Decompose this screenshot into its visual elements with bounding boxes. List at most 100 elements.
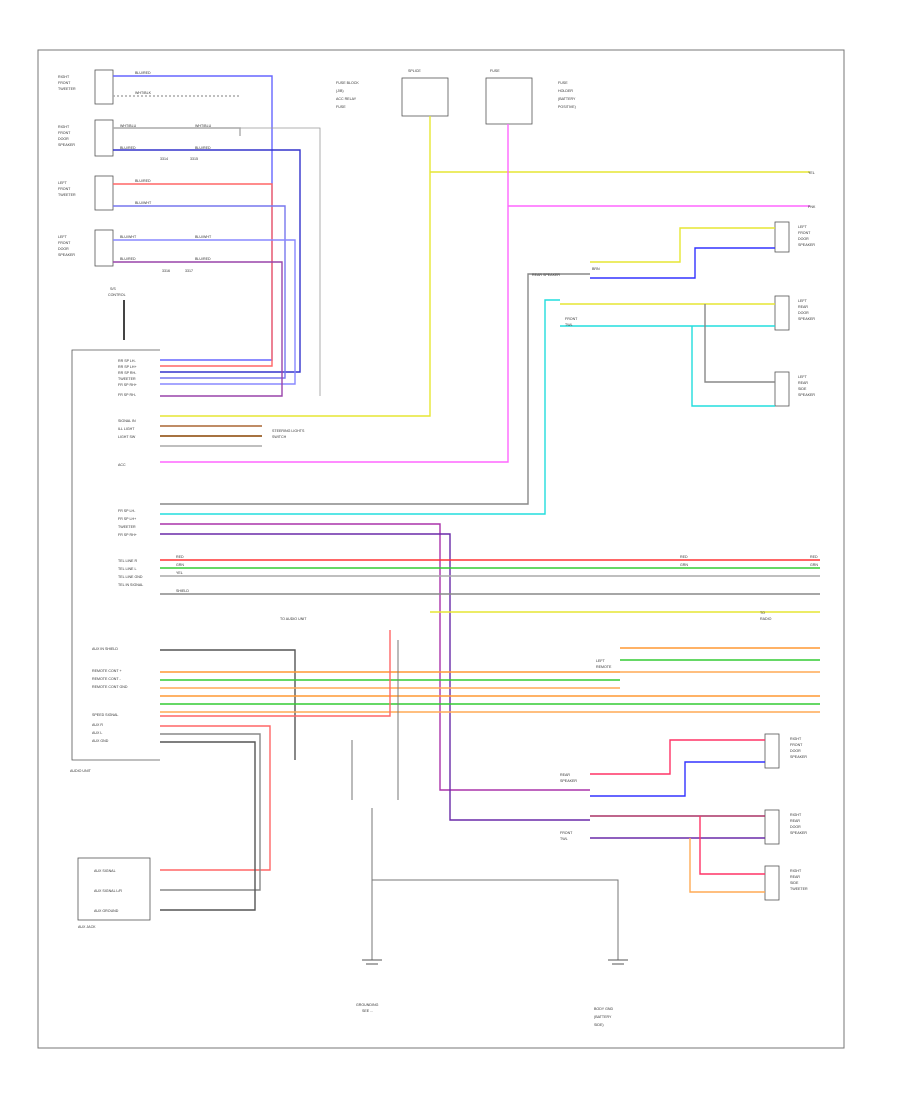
svg-text:TWEETER: TWEETER bbox=[118, 377, 136, 381]
svg-text:REMOTE CONT +: REMOTE CONT + bbox=[92, 669, 122, 673]
svg-text:DOOR: DOOR bbox=[58, 247, 69, 251]
svg-text:TWEETER: TWEETER bbox=[790, 887, 808, 891]
svg-text:BLU/WHT: BLU/WHT bbox=[135, 201, 152, 205]
svg-text:ILL LIGHT: ILL LIGHT bbox=[118, 427, 135, 431]
svg-text:RIGHT: RIGHT bbox=[58, 75, 70, 79]
speaker-left-rear-door-r: LEFT REAR DOOR SPEAKER bbox=[774, 295, 815, 331]
svg-text:FUSE: FUSE bbox=[558, 81, 568, 85]
svg-text:SPLICE: SPLICE bbox=[408, 69, 421, 73]
svg-text:DOOR: DOOR bbox=[790, 825, 801, 829]
svg-text:RR SP RH-: RR SP RH- bbox=[118, 371, 137, 375]
svg-text:REAR SPEAKER: REAR SPEAKER bbox=[532, 273, 560, 277]
svg-text:BLU/RED: BLU/RED bbox=[195, 257, 211, 261]
svg-text:TWL: TWL bbox=[565, 323, 573, 327]
svg-text:TWL: TWL bbox=[560, 837, 568, 841]
svg-text:AUX SIGNAL: AUX SIGNAL bbox=[94, 869, 116, 873]
svg-text:TEL LINE L: TEL LINE L bbox=[118, 567, 136, 571]
svg-text:SPEAKER: SPEAKER bbox=[798, 317, 815, 321]
svg-text:FR SP RH+: FR SP RH+ bbox=[118, 533, 137, 537]
svg-text:SPEAKER: SPEAKER bbox=[58, 253, 75, 257]
svg-text:AUX GROUND: AUX GROUND bbox=[94, 909, 119, 913]
svg-text:TWEETER: TWEETER bbox=[118, 525, 136, 529]
svg-text:BODY GND: BODY GND bbox=[594, 1007, 614, 1011]
svg-text:RIGHT: RIGHT bbox=[790, 813, 802, 817]
svg-text:BRN: BRN bbox=[592, 267, 600, 271]
svg-text:TEL LINE GND: TEL LINE GND bbox=[118, 575, 143, 579]
svg-text:DOOR: DOOR bbox=[798, 311, 809, 315]
svg-text:DOOR: DOOR bbox=[790, 749, 801, 753]
svg-text:SPEAKER: SPEAKER bbox=[560, 779, 577, 783]
svg-text:SEE ...: SEE ... bbox=[362, 1009, 373, 1013]
svg-text:REMOTE CONT GND: REMOTE CONT GND bbox=[92, 685, 128, 689]
audio-unit-pin-labels: RR SP LH- RR SP LH+ RR SP RH- TWEETER FR… bbox=[92, 359, 143, 743]
diagram-frame bbox=[37, 49, 845, 1049]
svg-text:PNK: PNK bbox=[808, 205, 816, 209]
svg-text:RR SP LH+: RR SP LH+ bbox=[118, 365, 137, 369]
aux-jack-label: AUX JACK bbox=[78, 925, 96, 929]
svg-text:GRN: GRN bbox=[680, 563, 688, 567]
svg-text:ACC RELAY: ACC RELAY bbox=[336, 97, 357, 101]
svg-text:DOOR: DOOR bbox=[798, 237, 809, 241]
svg-text:FR SP LH-: FR SP LH- bbox=[118, 509, 136, 513]
svg-text:SPEED SIGNAL: SPEED SIGNAL bbox=[92, 713, 118, 717]
svg-text:LIGHT SW: LIGHT SW bbox=[118, 435, 136, 439]
svg-text:3315: 3315 bbox=[190, 157, 198, 161]
svg-text:RED: RED bbox=[176, 555, 184, 559]
svg-text:TO AUDIO UNIT: TO AUDIO UNIT bbox=[280, 617, 307, 621]
svg-text:FR SP LH+: FR SP LH+ bbox=[118, 517, 136, 521]
svg-text:POSITIVE): POSITIVE) bbox=[558, 105, 576, 109]
svg-text:FRONT: FRONT bbox=[790, 743, 803, 747]
supply-wires bbox=[160, 116, 810, 463]
svg-text:ACC: ACC bbox=[118, 463, 126, 467]
svg-text:SIGNAL IN: SIGNAL IN bbox=[118, 419, 136, 423]
right-top-wires bbox=[160, 227, 775, 515]
audio-unit-label: AUDIO UNIT bbox=[70, 769, 92, 773]
svg-text:3314: 3314 bbox=[160, 157, 168, 161]
svg-text:SPEAKER: SPEAKER bbox=[790, 755, 807, 759]
svg-text:BLU/WHT: BLU/WHT bbox=[195, 235, 212, 239]
svg-text:RR SP LH-: RR SP LH- bbox=[118, 359, 137, 363]
svg-text:REAR: REAR bbox=[798, 305, 808, 309]
svg-text:LEFT: LEFT bbox=[798, 375, 808, 379]
svg-text:GROUNDING: GROUNDING bbox=[356, 1003, 379, 1007]
svg-text:FUSE: FUSE bbox=[490, 69, 500, 73]
svg-text:FUSE: FUSE bbox=[336, 105, 346, 109]
bus-wires bbox=[160, 523, 820, 821]
svg-text:AUX L: AUX L bbox=[92, 731, 102, 735]
svg-text:FRONT: FRONT bbox=[58, 131, 71, 135]
svg-text:S/S: S/S bbox=[110, 287, 116, 291]
svg-text:WHT/BLU: WHT/BLU bbox=[120, 124, 137, 128]
svg-text:SIDE: SIDE bbox=[798, 387, 807, 391]
svg-text:FR SP RH+: FR SP RH+ bbox=[118, 383, 137, 387]
svg-text:YEL: YEL bbox=[176, 571, 183, 575]
svg-text:REAR: REAR bbox=[798, 381, 808, 385]
svg-text:REMOTE: REMOTE bbox=[596, 665, 612, 669]
svg-text:WHT/BLK: WHT/BLK bbox=[135, 91, 152, 95]
svg-text:TO: TO bbox=[760, 611, 765, 615]
svg-text:3316: 3316 bbox=[162, 269, 170, 273]
svg-text:LEFT: LEFT bbox=[798, 225, 808, 229]
svg-text:AUX IN SHIELD: AUX IN SHIELD bbox=[92, 647, 118, 651]
svg-text:LEFT: LEFT bbox=[798, 299, 808, 303]
svg-text:3317: 3317 bbox=[185, 269, 193, 273]
svg-text:(J/B): (J/B) bbox=[336, 89, 344, 93]
svg-text:HOLDER: HOLDER bbox=[558, 89, 573, 93]
left-speaker-wires bbox=[113, 75, 321, 397]
svg-text:SWITCH: SWITCH bbox=[272, 435, 287, 439]
svg-text:LEFT: LEFT bbox=[596, 659, 606, 663]
svg-text:BLU/RED: BLU/RED bbox=[120, 257, 136, 261]
ground-left: GROUNDING SEE ... bbox=[356, 959, 382, 1013]
svg-text:YEL: YEL bbox=[808, 171, 815, 175]
svg-text:FRONT: FRONT bbox=[560, 831, 573, 835]
svg-text:SIDE: SIDE bbox=[790, 881, 799, 885]
svg-text:LEFT: LEFT bbox=[58, 235, 68, 239]
svg-text:RIGHT: RIGHT bbox=[790, 737, 802, 741]
